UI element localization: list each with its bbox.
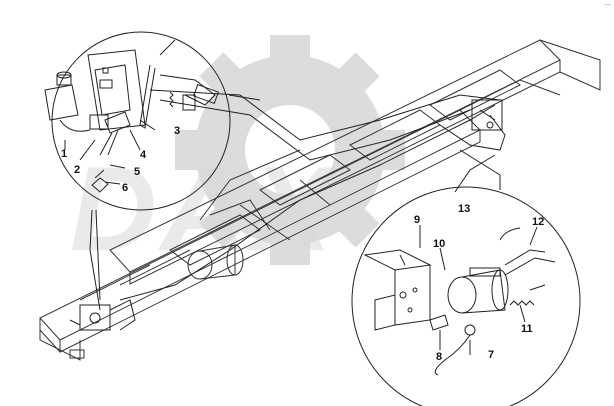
rear-linkage <box>471 99 503 131</box>
callout-1: 1 <box>61 148 67 160</box>
callout-6: 6 <box>122 182 128 194</box>
callout-11: 11 <box>521 323 533 335</box>
callout-8: 8 <box>436 351 442 363</box>
callout-13: 13 <box>458 203 470 215</box>
callout-5: 5 <box>134 166 140 178</box>
callout-3: 3 <box>174 125 180 137</box>
connector-lines <box>95 94 261 301</box>
cylinder-component <box>187 244 244 280</box>
watermark: DAX <box>70 35 405 276</box>
detail-circle-left <box>44 31 231 211</box>
front-assembly <box>69 299 136 331</box>
callout-9: 9 <box>414 214 420 226</box>
watermark-text: DAX <box>70 142 338 276</box>
callout-4: 4 <box>140 149 147 161</box>
cable-routing <box>89 89 506 311</box>
callout-labels: 1 2 3 4 5 6 7 8 9 10 11 12 13 <box>61 125 544 363</box>
corner-mark: — <box>604 1 611 8</box>
callout-2: 2 <box>74 164 80 176</box>
callout-10: 10 <box>433 238 445 250</box>
detail-circle-right <box>351 149 581 406</box>
callout-12: 12 <box>532 216 544 228</box>
callout-7: 7 <box>488 349 494 361</box>
